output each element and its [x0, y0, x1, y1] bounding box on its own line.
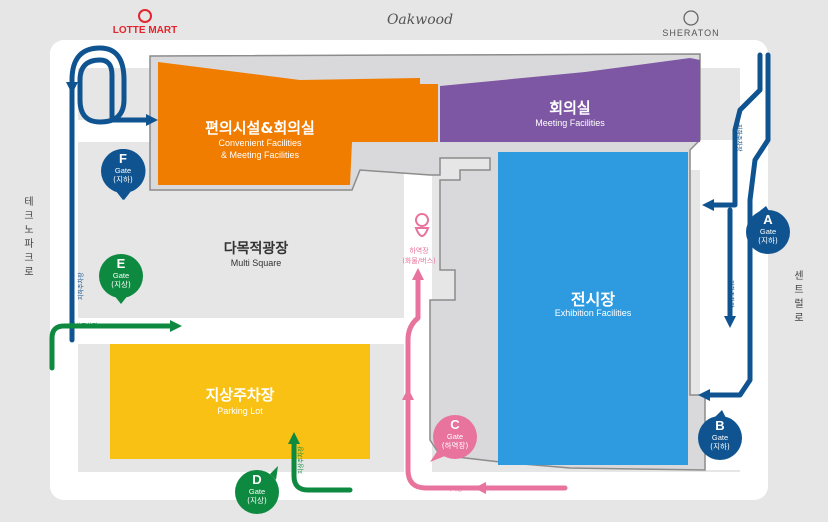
sheraton-logo: SHERATON [662, 28, 720, 38]
gate-e-letter: E [116, 256, 126, 271]
gate-c[interactable]: C Gate (하역장) [431, 417, 479, 450]
exhibition-title: 전시장 [570, 290, 616, 309]
convenient-subtitle-2: & Meeting Facilities [220, 150, 300, 160]
loading-arrows [402, 268, 486, 494]
gate-d-sub: (지상) [247, 495, 267, 505]
sheraton-logo-icon [683, 10, 699, 26]
gate-b-letter: B [715, 418, 725, 433]
lotte-logo-icon [138, 9, 152, 23]
gate-d-letter: D [252, 472, 262, 487]
gate-b-gate: Gate [711, 432, 729, 442]
exhibition-subtitle: Exhibition Facilities [554, 308, 632, 318]
gate-f-letter: F [119, 151, 127, 166]
underground-routes [69, 45, 771, 398]
route-label-surface-left: 지상주차장 [70, 323, 98, 330]
gate-b-sub: (지하) [710, 441, 730, 451]
gate-d[interactable]: D Gate (지상) [235, 472, 279, 505]
route-label-loading: 하역장 [446, 486, 463, 493]
convenient-subtitle-1: Convenient Facilities [218, 138, 302, 148]
route-label-underground-right-2: 지하주차장 [727, 280, 734, 308]
road-name-right: 센트럴로 [794, 271, 804, 324]
surface-arrows [170, 320, 300, 444]
gate-a-gate: Gate [759, 226, 777, 236]
gate-e[interactable]: E Gate (지상) [99, 256, 143, 289]
exhibition-area [498, 152, 688, 465]
surface-routes [49, 323, 353, 493]
loading-dock-label-2: (화물/버스) [402, 257, 436, 265]
loading-dock-marker-icon [414, 213, 430, 237]
gate-b[interactable]: B Gate (지하) [698, 418, 742, 451]
convenient-title: 편의시설&회의실 [205, 119, 315, 137]
gate-e-gate: Gate [112, 270, 130, 280]
lotte-mart-logo: LOTTE MART [112, 25, 178, 36]
gate-f-gate: Gate [114, 165, 132, 175]
meeting-subtitle: Meeting Facilities [535, 118, 605, 128]
square-subtitle: Multi Square [230, 258, 282, 268]
parking-area [110, 344, 370, 459]
loading-route [405, 273, 568, 491]
gate-c-sub: (하역장) [441, 440, 469, 450]
parking-title: 지상주차장 [205, 386, 275, 404]
road-name-left: 테크노파크로 [24, 197, 34, 278]
gate-f-sub: (지하) [113, 174, 133, 184]
gate-f[interactable]: F Gate (지하) [101, 151, 145, 184]
gate-d-gate: Gate [248, 486, 266, 496]
gate-c-letter: C [450, 417, 460, 432]
parking-subtitle: Parking Lot [217, 406, 263, 416]
loading-dock-label-1: 하역장 [409, 247, 429, 255]
square-title: 다목적광장 [223, 241, 289, 257]
oakwood-logo: Oakwood [386, 12, 454, 28]
gate-pins [99, 149, 790, 514]
gate-c-gate: Gate [446, 431, 464, 441]
convenient-area [158, 62, 438, 185]
route-label-underground-left: 지하주차장 [78, 272, 85, 300]
route-label-underground-right-1: 지하주차장 [735, 124, 742, 152]
gate-a-letter: A [763, 212, 773, 227]
underground-arrows [66, 82, 736, 401]
meeting-title: 회의실 [549, 99, 591, 117]
meeting-area [440, 58, 700, 142]
gate-a-sub: (지하) [758, 235, 778, 245]
route-label-surface-bottom: 지상주차장 [298, 446, 305, 474]
gate-a[interactable]: A Gate (지하) [746, 212, 790, 245]
gate-e-sub: (지상) [111, 279, 131, 289]
